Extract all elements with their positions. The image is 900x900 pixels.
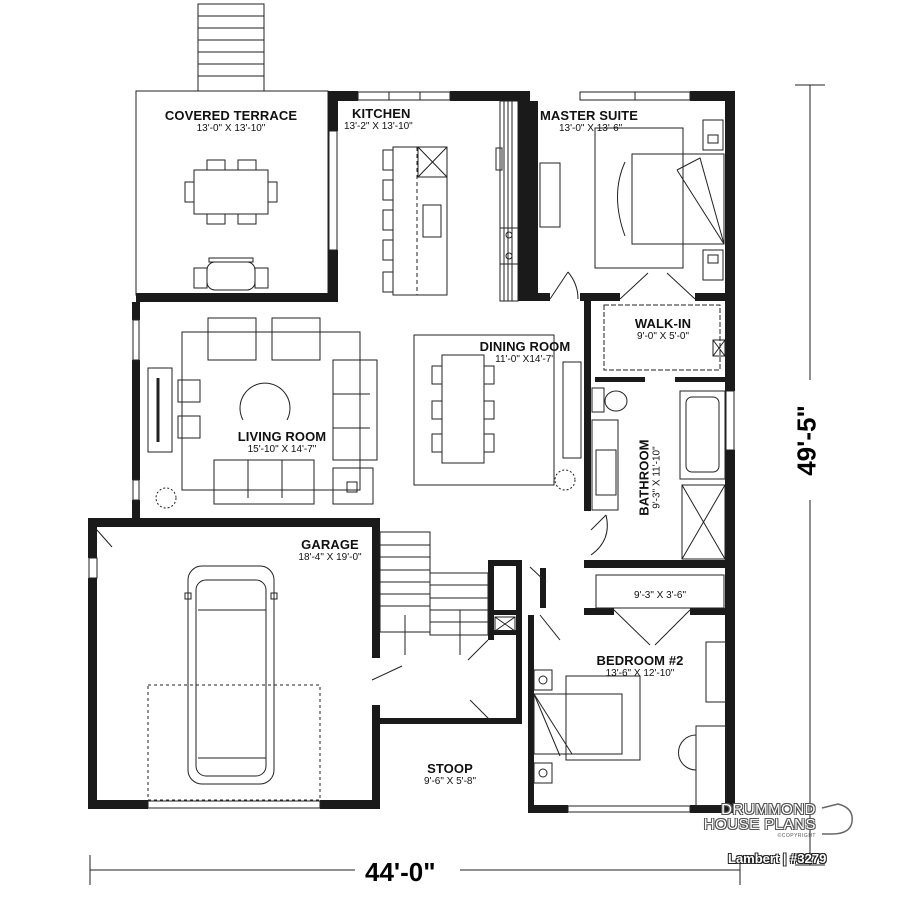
living-room-furniture: [147, 317, 576, 509]
room-label-bathroom: BATHROOM 9'-3" X 11'-10": [636, 428, 663, 528]
room-dimensions: 9'-3" X 11'-10": [651, 446, 663, 509]
entry-doors: [371, 566, 561, 721]
master-doors: [549, 271, 696, 300]
plan-name: Lambert | #3279: [728, 851, 827, 866]
dining-set: [413, 334, 582, 486]
room-name: STOOP: [427, 761, 473, 776]
room-name: COVERED TERRACE: [164, 108, 298, 123]
room-dimensions: 9'-3" X 3'-6": [633, 590, 687, 601]
overall-depth-dimension: 49'-5": [791, 405, 822, 476]
brand-line-2: HOUSE PLANS: [703, 816, 816, 833]
room-label-hall-closet: 9'-3" X 3'-6": [610, 590, 710, 602]
room-name: BATHROOM: [636, 439, 652, 516]
room-name: WALK-IN: [634, 316, 692, 331]
room-dimensions: 13'-0" X 13'-10": [196, 122, 266, 134]
overall-width-dimension: 44'-0": [365, 857, 436, 887]
walls: [88, 91, 735, 813]
room-label-dining-room: DINING ROOM 11'-0" X14'-7": [470, 340, 580, 365]
room-label-bedroom-2: BEDROOM #2 13'-6" X 12'-10": [585, 654, 695, 679]
room-dimensions: 13'-6" X 12'-10": [605, 667, 675, 679]
room-label-walk-in: WALK-IN 9'-0" X 5'-0": [616, 317, 710, 342]
room-dimensions: 9'-6" X 5'-8": [423, 775, 477, 787]
room-name: BEDROOM #2: [596, 653, 684, 668]
room-dimensions: 13'-0" X 13'-6": [559, 122, 623, 134]
room-label-living-room: LIVING ROOM 15'-10" X 14'-7": [222, 430, 342, 455]
brand-logo: DRUMMOND HOUSE PLANS ©COPYRIGHT: [700, 802, 816, 839]
room-name: DINING ROOM: [479, 339, 571, 354]
bedroom-2-furniture: [533, 641, 727, 807]
room-dimensions: 13'-2" X 13'-10": [344, 120, 413, 132]
room-dimensions: 11'-0" X14'-7": [495, 353, 555, 365]
room-name: KITCHEN: [352, 106, 411, 121]
room-dimensions: 18'-4" X 19'-0": [298, 551, 362, 563]
bathroom-fixtures: [590, 387, 726, 560]
interior-stairs: [379, 531, 516, 655]
brand-logo-mark-icon: [821, 803, 853, 835]
room-name: GARAGE: [301, 537, 359, 552]
terrace-stairs: [197, 3, 265, 92]
room-name: LIVING ROOM: [237, 429, 327, 444]
windows: [88, 91, 735, 813]
room-name: MASTER SUITE: [540, 108, 638, 123]
kitchen-counter: [495, 100, 519, 302]
terrace-dining-set: [184, 159, 278, 291]
hall-closet: [595, 574, 725, 646]
room-label-kitchen: KITCHEN 13'-2" X 13'-10": [344, 107, 434, 132]
brand-copyright: ©COPYRIGHT: [777, 833, 816, 839]
room-label-covered-terrace: COVERED TERRACE 13'-0" X 13'-10": [146, 109, 316, 134]
room-label-master-suite: MASTER SUITE 13'-0" X 13'-6": [540, 109, 660, 134]
room-label-garage: GARAGE 18'-4" X 19'-0": [285, 538, 375, 563]
room-label-stoop: STOOP 9'-6" X 5'-8": [405, 762, 495, 787]
room-dimensions: 9'-0" X 5'-0": [636, 330, 690, 342]
brand-line-1: DRUMMOND: [721, 801, 816, 818]
kitchen-island: [382, 146, 448, 296]
master-bed: [539, 119, 725, 281]
walk-in-shelving: [603, 304, 721, 371]
room-dimensions: 15'-10" X 14'-7": [247, 443, 317, 455]
garage-car: [96, 529, 321, 801]
dimension-lines: [89, 84, 825, 885]
